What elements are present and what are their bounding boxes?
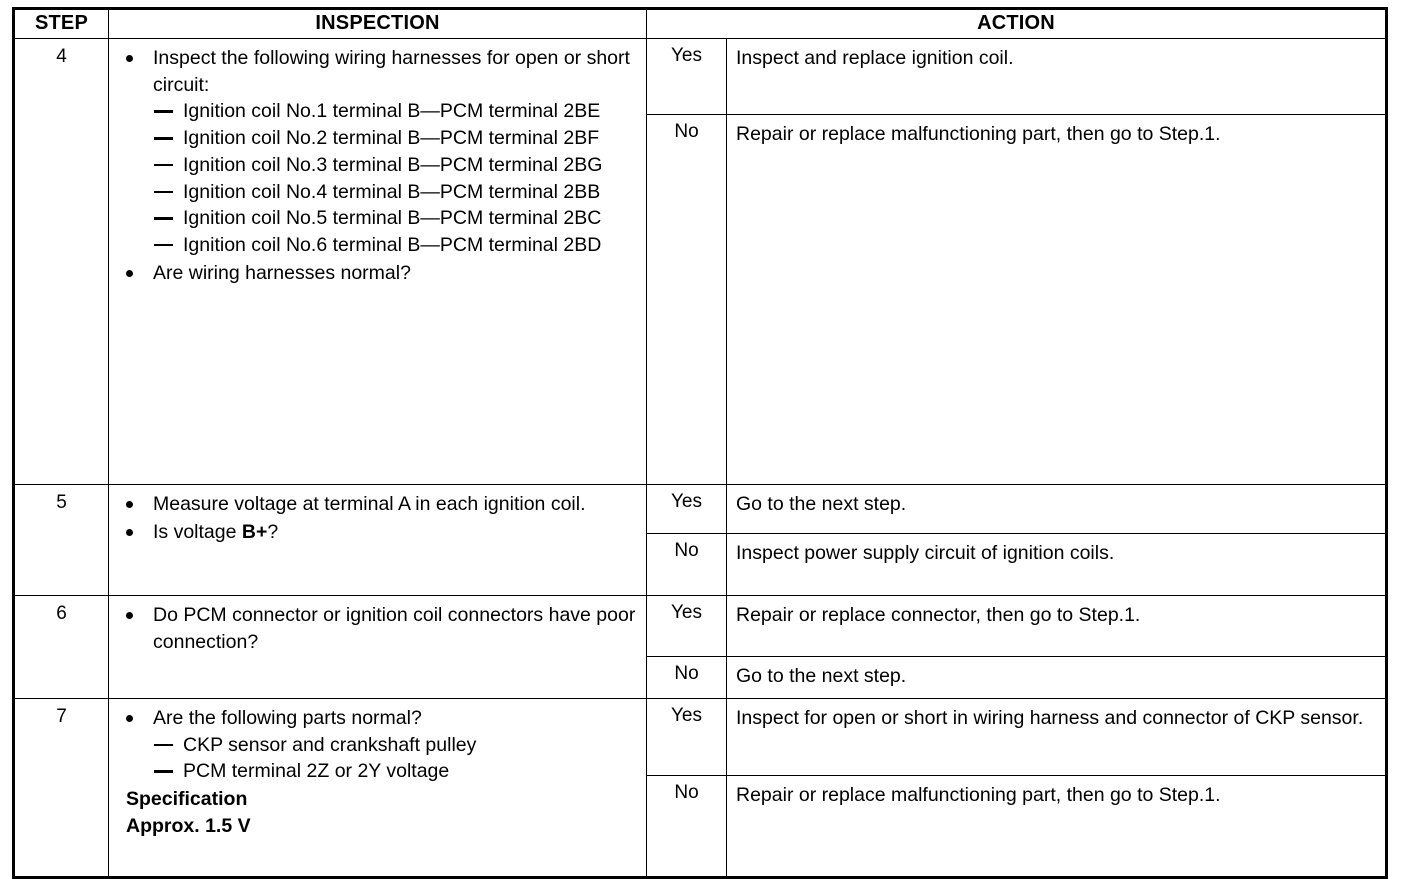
step-number-6: 6	[13, 595, 109, 699]
action-text: Inspect for open or short in wiring harn…	[726, 698, 1387, 776]
answer-yes: Yes	[646, 38, 727, 115]
action-text: Inspect and replace ignition coil.	[726, 38, 1387, 115]
document-page: STEP INSPECTION ACTION 4 Inspect the fol…	[12, 7, 1388, 879]
table-row: No Repair or replace malfunctioning part…	[14, 114, 1387, 485]
answer-no: No	[646, 533, 727, 596]
table-row: 6 Do PCM connector or ignition coil conn…	[13, 595, 1387, 699]
inspection-cell-step-7: Are the following parts normal? CKP sens…	[108, 698, 647, 878]
em-dash-icon	[154, 110, 173, 113]
dash-text: Ignition coil No.1 terminal B—PCM termin…	[183, 100, 601, 123]
bullet-text: Do PCM connector or ignition coil connec…	[153, 604, 636, 653]
table-body: 4 Inspect the following wiring harnesses…	[13, 38, 1387, 878]
list-item: Inspect the following wiring harnesses f…	[117, 45, 640, 259]
action-text: Repair or replace connector, then go to …	[726, 595, 1387, 657]
dash-text: Ignition coil No.2 terminal B—PCM termin…	[183, 127, 600, 150]
em-dash-icon	[154, 243, 173, 247]
list-item: Measure voltage at terminal A in each ig…	[117, 491, 640, 518]
em-dash-icon	[154, 137, 173, 140]
inspection-cell-step-6: Do PCM connector or ignition coil connec…	[108, 595, 647, 699]
specification-value: Approx. 1.5 V	[126, 814, 251, 837]
list-item: Are the following parts normal? CKP sens…	[117, 705, 640, 785]
table-header: STEP INSPECTION ACTION	[13, 8, 1387, 39]
inspection-dash-list: Ignition coil No.1 terminal B—PCM termin…	[153, 98, 640, 258]
dash-text: Ignition coil No.3 terminal B—PCM termin…	[183, 153, 603, 176]
em-dash-icon	[154, 770, 173, 773]
dash-text: Ignition coil No.6 terminal B—PCM termin…	[183, 233, 602, 256]
specification-label: Specification	[126, 788, 248, 811]
em-dash-icon	[154, 190, 173, 194]
list-item: PCM terminal 2Z or 2Y voltage	[153, 758, 640, 785]
column-header-action: ACTION	[646, 8, 1387, 39]
bullet-text: Are the following parts normal?	[153, 707, 422, 729]
list-item: Are wiring harnesses normal?	[117, 260, 640, 287]
list-item: Ignition coil No.2 terminal B—PCM termin…	[153, 125, 640, 152]
list-item: Is voltage B+?	[117, 519, 640, 546]
table-row: 7 Are the following parts normal? CKP se…	[13, 698, 1387, 878]
dash-text: Ignition coil No.5 terminal B—PCM termin…	[183, 207, 602, 230]
action-text: Repair or replace malfunctioning part, t…	[726, 114, 1387, 485]
bullet-text: Are wiring harnesses normal?	[153, 261, 411, 284]
column-header-inspection: INSPECTION	[108, 8, 647, 39]
bullet-text: Inspect the following wiring harnesses f…	[153, 47, 630, 96]
answer-no: No	[646, 656, 727, 699]
step-number-4: 4	[13, 38, 109, 485]
bullet-dot-icon	[126, 501, 133, 508]
table-row: 4 Inspect the following wiring harnesses…	[13, 38, 1387, 485]
em-dash-icon	[154, 217, 173, 220]
list-item: Ignition coil No.6 terminal B—PCM termin…	[153, 232, 640, 259]
list-item: CKP sensor and crankshaft pulley	[153, 732, 640, 759]
answer-yes: Yes	[646, 484, 727, 534]
em-dash-icon	[154, 163, 173, 167]
step-number-7: 7	[13, 698, 109, 878]
table-row: No Go to the next step.	[14, 656, 1387, 699]
answer-no: No	[646, 114, 727, 485]
specification-block: Specification Approx. 1.5 V	[126, 786, 640, 839]
action-text: Repair or replace malfunctioning part, t…	[726, 775, 1387, 878]
list-item: Ignition coil No.5 terminal B—PCM termin…	[153, 205, 640, 232]
dash-text: Ignition coil No.4 terminal B—PCM termin…	[183, 180, 601, 203]
inspection-bullet-list: Do PCM connector or ignition coil connec…	[117, 602, 640, 655]
inspection-bullet-list: Measure voltage at terminal A in each ig…	[117, 491, 640, 545]
bullet-text: Measure voltage at terminal A in each ig…	[153, 493, 586, 515]
dash-text: CKP sensor and crankshaft pulley	[183, 733, 477, 756]
list-item: Ignition coil No.3 terminal B—PCM termin…	[153, 152, 640, 179]
bullet-dot-icon	[126, 269, 133, 277]
bullet-dot-icon	[126, 528, 133, 536]
table-row: No Inspect power supply circuit of ignit…	[14, 533, 1387, 596]
column-header-step: STEP	[13, 8, 109, 39]
em-dash-icon	[154, 743, 173, 747]
action-text: Go to the next step.	[726, 656, 1387, 699]
action-text: Go to the next step.	[726, 484, 1387, 534]
diagnostic-troubleshooting-table: STEP INSPECTION ACTION 4 Inspect the fol…	[12, 7, 1388, 879]
inspection-cell-step-5: Measure voltage at terminal A in each ig…	[108, 484, 647, 596]
bullet-text-voltage: Is voltage B+?	[153, 520, 279, 543]
dash-text: PCM terminal 2Z or 2Y voltage	[183, 760, 450, 783]
inspection-dash-list: CKP sensor and crankshaft pulley PCM ter…	[153, 732, 640, 785]
inspection-bullet-list: Inspect the following wiring harnesses f…	[117, 45, 640, 286]
action-text: Inspect power supply circuit of ignition…	[726, 533, 1387, 596]
step-number-5: 5	[13, 484, 109, 596]
bullet-dot-icon	[126, 715, 133, 722]
inspection-cell-step-4: Inspect the following wiring harnesses f…	[108, 38, 647, 485]
inspection-bullet-list: Are the following parts normal? CKP sens…	[117, 705, 640, 785]
voltage-spec-bold: B+	[241, 520, 268, 543]
answer-no: No	[646, 775, 727, 878]
bullet-dot-icon	[126, 612, 133, 619]
list-item: Ignition coil No.4 terminal B—PCM termin…	[153, 179, 640, 206]
answer-yes: Yes	[646, 595, 727, 657]
answer-yes: Yes	[646, 698, 727, 776]
table-header-row: STEP INSPECTION ACTION	[13, 8, 1387, 39]
list-item: Ignition coil No.1 terminal B—PCM termin…	[153, 98, 640, 125]
list-item: Do PCM connector or ignition coil connec…	[117, 602, 640, 655]
bullet-dot-icon	[126, 55, 133, 62]
table-row: 5 Measure voltage at terminal A in each …	[13, 484, 1387, 596]
